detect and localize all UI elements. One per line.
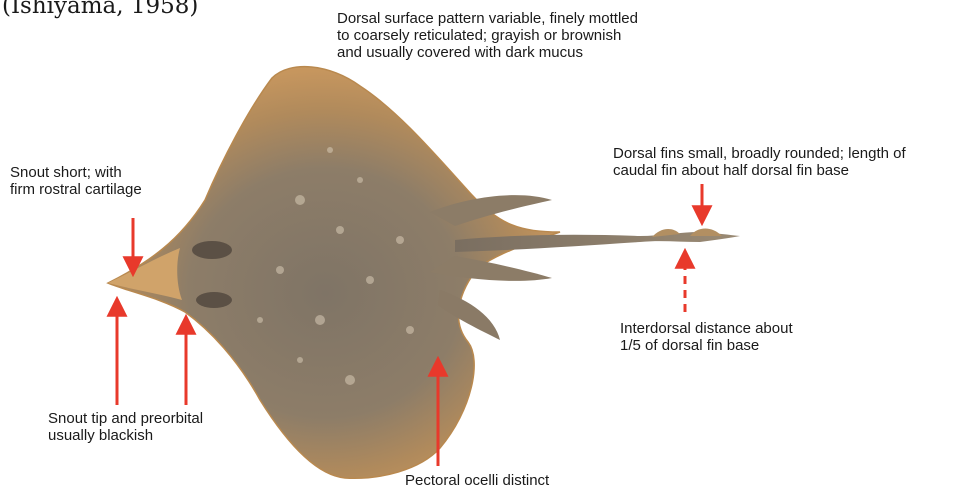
label-snout-short: Snout short; with firm rostral cartilage <box>10 164 210 198</box>
left-eye <box>192 241 232 259</box>
label-interdorsal-distance: Interdorsal distance about 1/5 of dorsal… <box>620 320 880 354</box>
dorsal-fin-2 <box>690 229 722 237</box>
label-dorsal-fins: Dorsal fins small, broadly rounded; leng… <box>613 145 963 179</box>
label-snout-tip-preorbital: Snout tip and preorbital usually blackis… <box>48 410 288 444</box>
label-dorsal-surface-pattern: Dorsal surface pattern variable, finely … <box>337 10 717 61</box>
right-eye <box>196 292 232 308</box>
label-pectoral-ocelli: Pectoral ocelli distinct <box>405 472 645 489</box>
